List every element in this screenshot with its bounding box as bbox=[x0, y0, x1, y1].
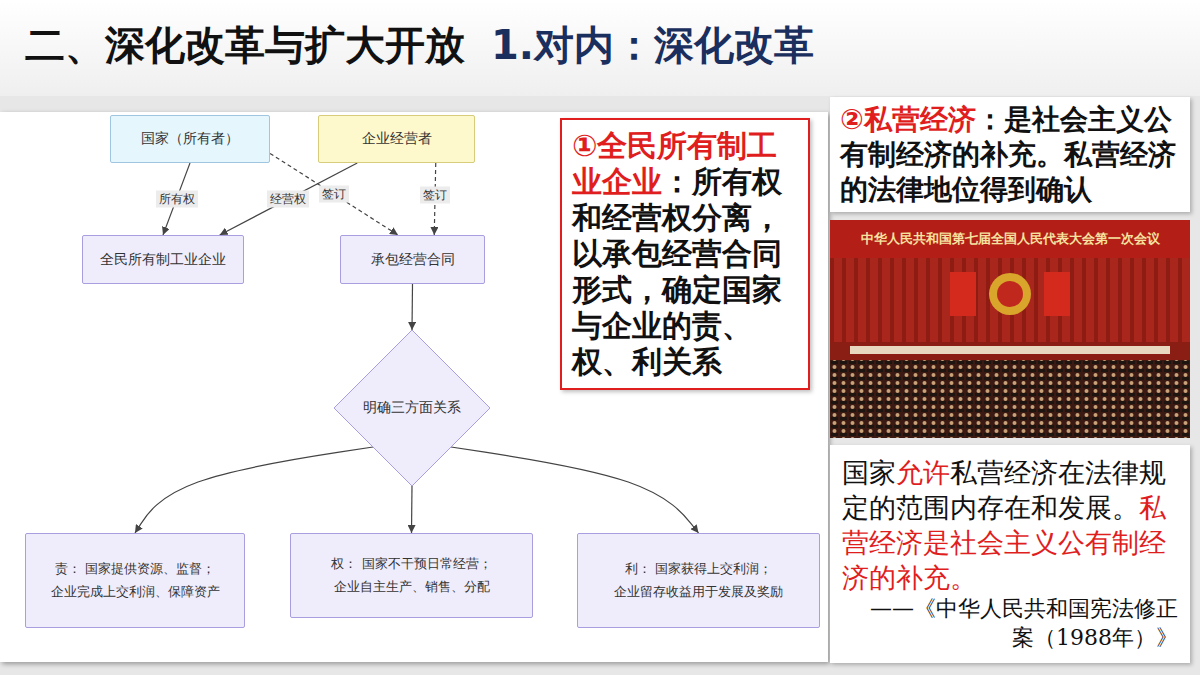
header: 二、深化改革与扩大开放 1.对内：深化改革 bbox=[25, 18, 814, 73]
node-text: ——《中华人民共和国宪法修正案（1988年）》 bbox=[842, 595, 1178, 652]
banner bbox=[830, 220, 1190, 258]
node-text: 权： 国家不干预日常经营； 企业自主生产、销售、分配 bbox=[301, 553, 522, 597]
node-text: 明确三方面关系 bbox=[363, 399, 461, 417]
section-title: 1.对内：深化改革 bbox=[491, 18, 814, 73]
connector bbox=[135, 447, 373, 533]
decision-diamond: 明确三方面关系 bbox=[334, 330, 490, 486]
enterprise-box: 全民所有制工业企业 bbox=[82, 235, 244, 284]
edge-label: 签订 bbox=[319, 186, 349, 203]
note-box: ②私营经济：是社会主义公有制经济的补充。私营经济的法律地位得到确认 bbox=[830, 97, 1190, 212]
node-text: 承包经营合同 bbox=[371, 251, 455, 269]
node-text: 国家（所有者） bbox=[141, 130, 239, 148]
connector bbox=[220, 163, 358, 235]
quote-box: 国家允许私营经济在法律规定的范围内存在和发展。私营经济是社会主义公有制经济的补充… bbox=[830, 445, 1190, 663]
connector bbox=[411, 486, 413, 533]
node-text: 企业经营者 bbox=[362, 130, 432, 148]
note-box: ①全民所有制工业企业：所有权和经营权分离，以承包经营合同形式，确定国家与企业的责… bbox=[560, 118, 810, 390]
edge-label: 经营权 bbox=[267, 191, 309, 208]
banner-text: 中华人民共和国第七届全国人民代表大会第一次会议 bbox=[830, 230, 1190, 248]
emblem-core bbox=[997, 281, 1023, 307]
node-text: 全民所有制工业企业 bbox=[100, 251, 226, 269]
node-text: ②私营经济 bbox=[840, 103, 976, 136]
node-text: 利： 国家获得上交利润； 企业留存收益用于发展及奖励 bbox=[588, 558, 809, 602]
slide-title: 二、深化改革与扩大开放 bbox=[25, 18, 465, 73]
contract-box: 承包经营合同 bbox=[340, 235, 485, 284]
audience bbox=[830, 360, 1190, 438]
operator-box: 企业经营者 bbox=[318, 115, 475, 163]
node-text: 责： 国家提供资源、监督； 企业完成上交利润、保障资产 bbox=[36, 558, 234, 602]
photo-ground bbox=[830, 220, 1190, 438]
congress-photo bbox=[830, 220, 1190, 438]
connector bbox=[411, 284, 413, 330]
node-text: 国家 bbox=[842, 457, 896, 488]
rostrum bbox=[830, 342, 1190, 360]
owner-box: 国家（所有者） bbox=[110, 115, 270, 163]
relation-box: 责： 国家提供资源、监督； 企业完成上交利润、保障资产 bbox=[25, 533, 245, 628]
rostrum-table bbox=[850, 346, 1170, 354]
node-text: 允许 bbox=[896, 457, 950, 488]
relation-box: 利： 国家获得上交利润； 企业留存收益用于发展及奖励 bbox=[577, 533, 820, 628]
flag bbox=[1044, 272, 1070, 316]
edge-label: 所有权 bbox=[156, 191, 198, 208]
diamond-shape bbox=[334, 330, 490, 486]
emblem bbox=[989, 273, 1031, 315]
relation-box: 权： 国家不干预日常经营； 企业自主生产、销售、分配 bbox=[290, 533, 533, 618]
curtain bbox=[830, 258, 1190, 342]
connector bbox=[451, 447, 699, 533]
edge-label: 签订 bbox=[420, 187, 450, 204]
flag bbox=[950, 272, 976, 316]
